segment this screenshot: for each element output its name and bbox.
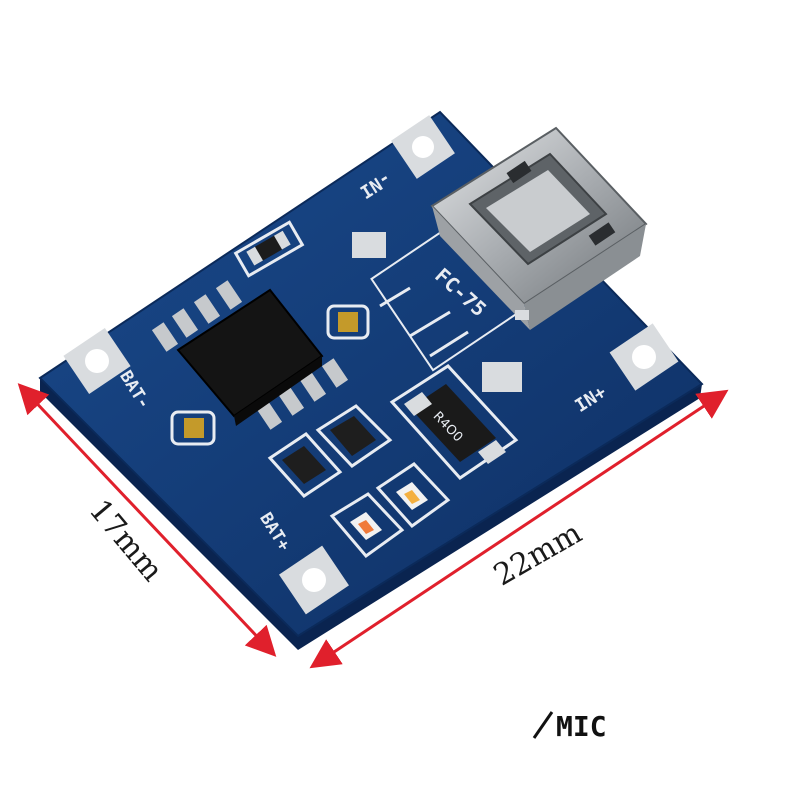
width-dimension-label: 22mm bbox=[488, 515, 588, 593]
height-dimension-arrow bbox=[17, 383, 277, 657]
caption-text: MIC bbox=[556, 710, 607, 743]
solder-pad bbox=[352, 232, 386, 258]
caption-dash bbox=[532, 711, 554, 739]
smd-capacitor bbox=[326, 304, 370, 340]
micro-usb-connector bbox=[430, 126, 648, 330]
width-dimension-arrow bbox=[309, 389, 729, 669]
mounting-hole-left bbox=[63, 327, 131, 395]
mounting-hole-top bbox=[391, 115, 455, 179]
solder-pad bbox=[482, 362, 522, 392]
mounting-hole-right bbox=[609, 323, 679, 391]
smd-resistor bbox=[233, 220, 305, 278]
